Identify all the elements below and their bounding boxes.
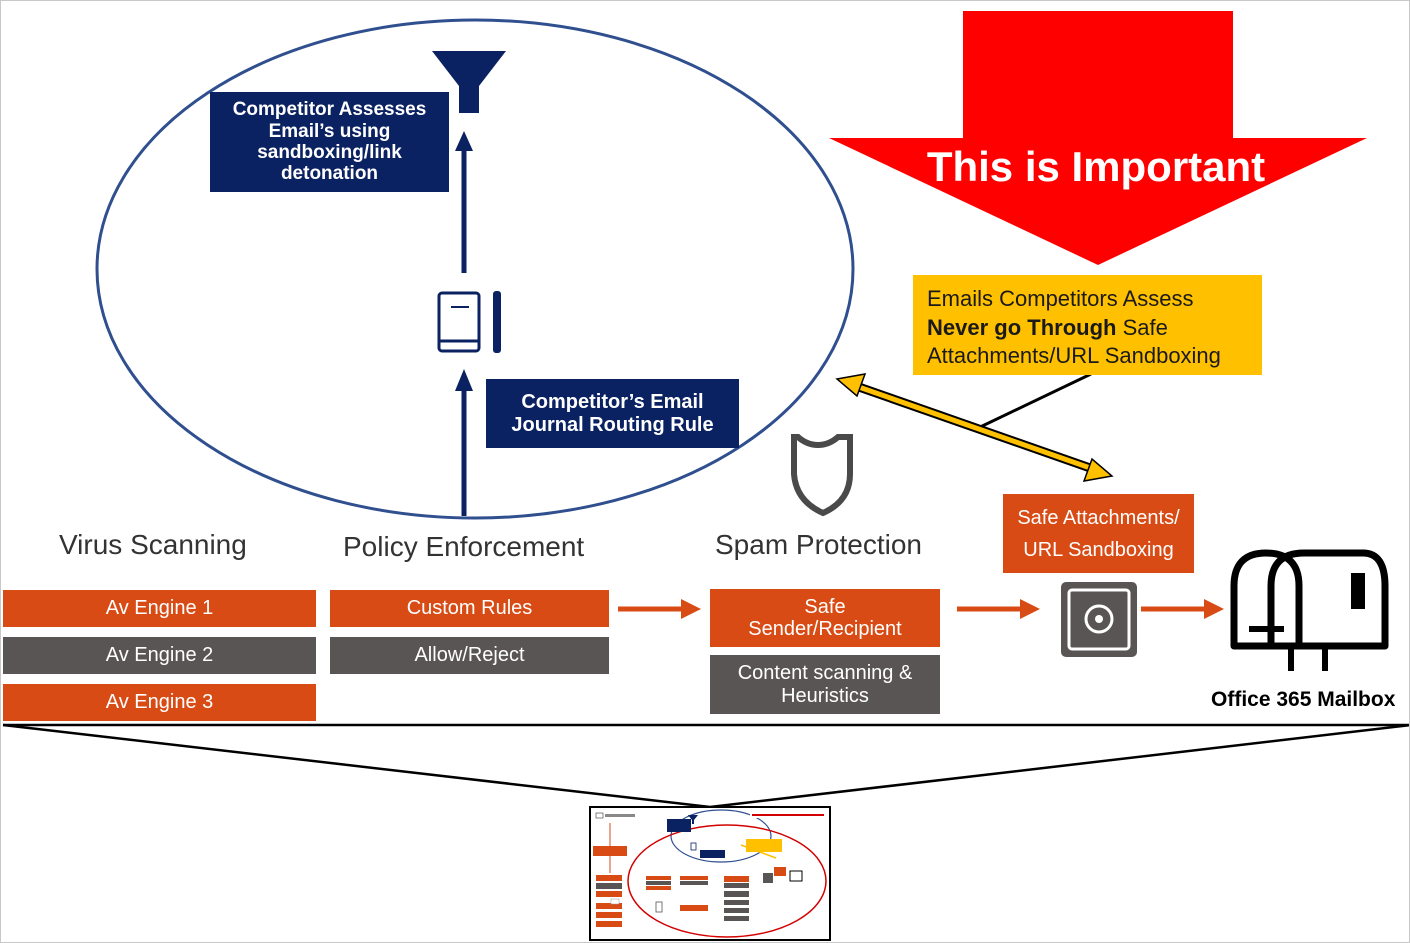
mailbox-label: Office 365 Mailbox: [1211, 688, 1396, 711]
zoom-callout-lines: [2, 723, 1409, 809]
competitor-assess-box: Competitor Assesses Email’s using sandbo…: [210, 92, 449, 192]
competitor-journal-box: Competitor’s Email Journal Routing Rule: [486, 379, 739, 448]
note-line3: Attachments/URL Sandboxing: [927, 343, 1221, 369]
double-arrow: [835, 373, 1114, 482]
important-banner-text: This is Important: [926, 143, 1266, 191]
book-icon: [437, 291, 501, 353]
slide-thumbnail: [589, 806, 831, 941]
note-connector: [975, 372, 1092, 431]
policy-enforcement-heading: Policy Enforcement: [343, 531, 585, 562]
content-scanning-box: Content scanning & Heuristics: [710, 655, 940, 714]
competitor-note: Emails Competitors Assess Never go Throu…: [913, 275, 1262, 375]
note-line1: Emails Competitors Assess: [927, 286, 1194, 311]
funnel-icon: [432, 51, 506, 113]
flow-arrow-spam-sandbox: [957, 599, 1040, 619]
important-arrow: [829, 11, 1367, 265]
virus-scanning-heading: Virus Scanning: [59, 529, 247, 560]
shield-icon: [791, 434, 853, 517]
safe-attachments-line2: URL Sandboxing: [1023, 538, 1174, 561]
flow-arrow-upper: [455, 131, 473, 273]
mailbox-icon: [1230, 549, 1389, 671]
note-rest: Safe: [1116, 314, 1168, 340]
av-engine-3: Av Engine 3: [3, 684, 316, 721]
flow-arrow-lower: [455, 369, 473, 516]
note-line2: Never go Through Safe: [927, 314, 1248, 343]
spam-protection-heading: Spam Protection: [715, 529, 922, 560]
safe-sender-box: Safe Sender/Recipient: [710, 589, 940, 647]
av-engine-2: Av Engine 2: [3, 637, 316, 674]
flow-arrow-policy-spam: [618, 599, 701, 619]
av-engine-1: Av Engine 1: [3, 590, 316, 627]
safe-attachments-line1: Safe Attachments/: [1017, 506, 1180, 529]
safe-attachments-label: Safe Attachments/ URL Sandboxing: [1003, 494, 1194, 573]
flow-arrow-sandbox-mailbox: [1141, 599, 1224, 619]
competitor-ellipse: [95, 18, 855, 520]
safe-icon: [1061, 582, 1137, 657]
allow-reject-box: Allow/Reject: [330, 637, 609, 674]
custom-rules-box: Custom Rules: [330, 590, 609, 627]
note-bold: Never go Through: [927, 314, 1117, 340]
